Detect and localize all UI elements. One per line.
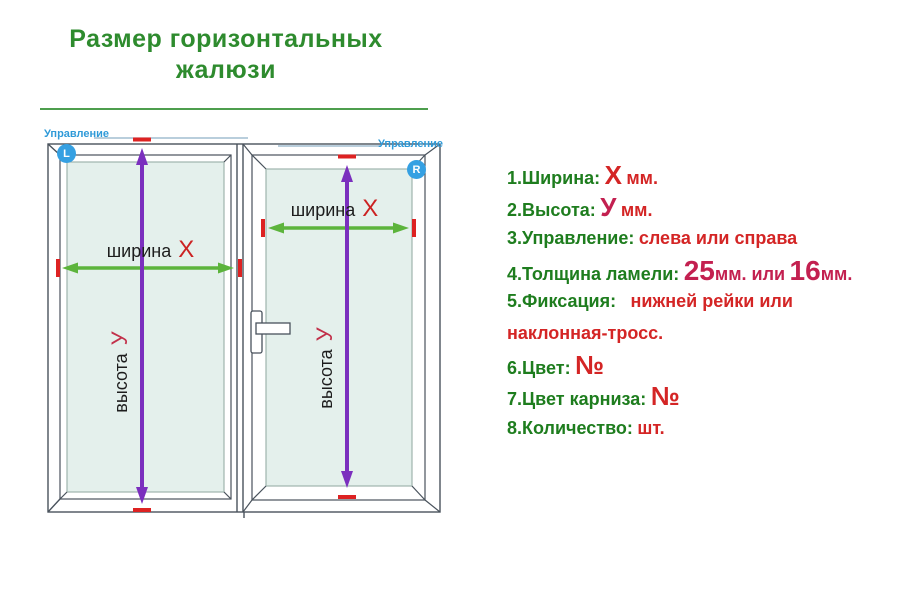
height-value: У: [312, 327, 337, 342]
item-value: X: [604, 160, 622, 190]
item-label: 2.Высота:: [507, 199, 596, 220]
width-arrow-left: [56, 259, 242, 277]
item-value: У: [600, 191, 617, 222]
title-underline: [40, 108, 428, 110]
control-left-badge: L: [57, 144, 76, 163]
item-value: шт.: [637, 417, 665, 438]
arrowhead: [341, 165, 353, 182]
arrowhead: [62, 262, 78, 274]
item-unit: мм.: [626, 168, 658, 188]
height-word: высота: [316, 349, 336, 409]
item-label: 7.Цвет карниза:: [507, 389, 647, 410]
spec-item-cornice-color: 7.Цвет карниза: №: [507, 381, 907, 413]
sash-corner-diag: [411, 485, 426, 501]
page-title-line1: Размер горизонтальных: [69, 25, 383, 53]
right-pane-width-label: ширина X: [272, 195, 397, 223]
spec-item-fixation-line2: наклонная-тросс.: [507, 318, 907, 350]
item-unit: мм.: [820, 263, 853, 284]
item-value: №: [650, 381, 680, 412]
spec-item-slat-thickness: 4.Толщина ламели: 25мм. или 16мм.: [507, 255, 907, 287]
pane-corner-diag: [59, 491, 68, 500]
spec-item-quantity: 8.Количество: шт.: [507, 413, 907, 445]
item-value: №: [575, 349, 605, 380]
width-value: X: [362, 195, 379, 222]
pane-corner-diag: [223, 491, 232, 500]
arrowhead: [393, 222, 409, 234]
width-word: ширина: [106, 241, 172, 261]
item-label: 1.Ширина:: [507, 168, 601, 188]
page-title-line2: жалюзи: [176, 56, 276, 84]
width-word: ширина: [290, 200, 356, 220]
item-label: 6.Цвет:: [507, 357, 571, 378]
handle-lever: [255, 322, 291, 335]
arrowhead: [268, 222, 284, 234]
left-pane-height-label: высота У: [107, 297, 137, 447]
sash-corner-diag: [251, 154, 267, 170]
width-value: X: [178, 236, 195, 263]
spec-item-color: 6.Цвет: №: [507, 350, 907, 382]
spec-item-height: 2.Высота: У мм.: [507, 192, 907, 224]
sash-corner-diag: [251, 485, 267, 501]
control-right-label: Управление: [378, 138, 444, 150]
item-value-25: 25: [683, 254, 715, 286]
item-mid: мм. или: [714, 263, 786, 284]
spec-list: 1.Ширина: X мм. 2.Высота: У мм. 3.Управл…: [507, 160, 907, 444]
item-label: 5.Фиксация:: [507, 291, 617, 312]
left-pane-glass: [66, 161, 225, 493]
left-pane: [59, 154, 232, 500]
item-value: слева или справа: [638, 228, 798, 249]
item-label: 3.Управление:: [507, 228, 635, 249]
item-value-continued: наклонная-тросс.: [507, 322, 664, 343]
item-label: 4.Толщина ламели:: [507, 263, 680, 284]
window-handle: [250, 310, 291, 354]
control-left-label: Управление: [44, 128, 110, 140]
height-arrow-left: [133, 137, 151, 512]
height-word: высота: [111, 353, 131, 413]
sash-persp-diag: [242, 499, 253, 513]
page-title: Размер горизонтальных жалюзи: [30, 24, 422, 86]
width-arrow-right: [261, 219, 416, 237]
sash-persp-diag: [424, 143, 441, 156]
arrowhead: [136, 487, 148, 504]
item-label: 8.Количество:: [507, 417, 633, 438]
control-right-badge: R: [407, 160, 426, 179]
item-value: нижней рейки или: [630, 291, 793, 312]
sash-persp-diag: [242, 143, 253, 156]
right-pane-height-label: высота У: [312, 293, 342, 443]
item-value-16: 16: [789, 254, 821, 286]
frame-corner-diag: [47, 498, 61, 513]
sash-persp-diag: [424, 499, 441, 513]
window-diagram: [47, 137, 441, 518]
spec-item-width: 1.Ширина: X мм.: [507, 160, 907, 192]
height-value: У: [107, 331, 132, 346]
spec-item-fixation: 5.Фиксация: нижней рейки или: [507, 286, 907, 318]
arrowhead: [218, 262, 234, 274]
arrowhead: [341, 471, 353, 488]
spec-item-control: 3.Управление: слева или справа: [507, 223, 907, 255]
item-unit: мм.: [620, 199, 653, 220]
left-pane-width-label: ширина X: [88, 236, 213, 264]
pane-corner-diag: [223, 154, 232, 163]
height-arrow-right: [338, 154, 356, 499]
arrowhead: [136, 148, 148, 165]
